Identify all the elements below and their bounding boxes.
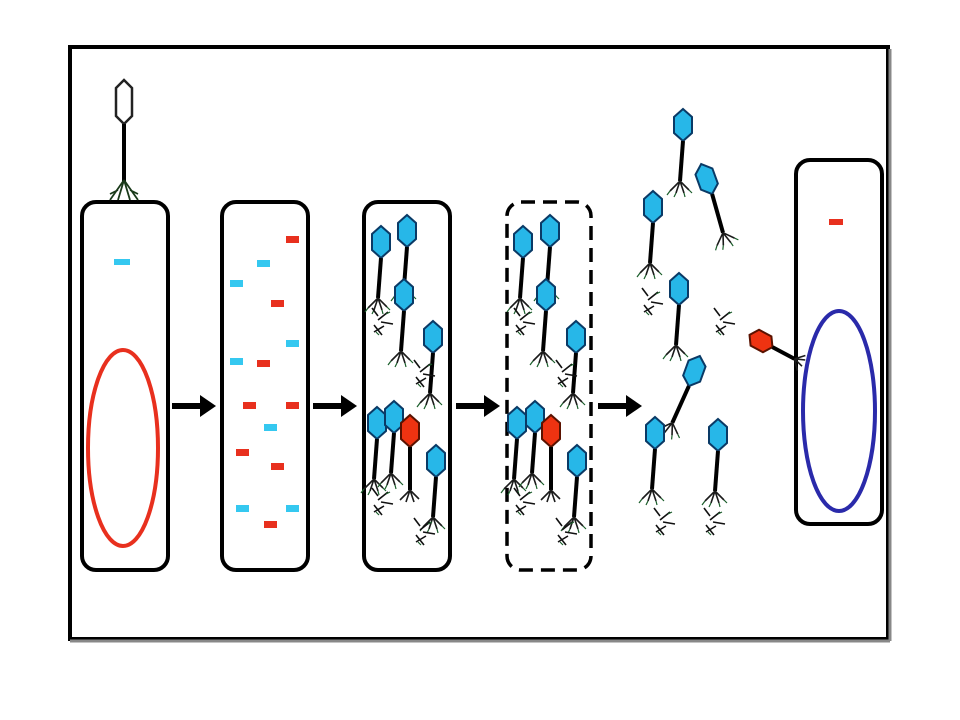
dna-fragments: [230, 236, 299, 528]
recipient-chromosome: [801, 309, 877, 513]
transducing-phage-attached: [748, 328, 806, 371]
panel-transduction: [748, 158, 884, 526]
panel-lysis: [499, 200, 593, 572]
donor-chromosome: [86, 348, 160, 548]
tail-fibers: [109, 179, 139, 201]
infecting-phage: [109, 78, 139, 201]
injected-phage-dna: [114, 259, 130, 265]
panel-infection: [80, 78, 170, 572]
empty-phage-head: [114, 78, 134, 126]
panel-replication: [220, 200, 310, 572]
donor-cell: [80, 200, 170, 572]
panel-assembly: [359, 200, 452, 572]
transduced-dna: [829, 219, 843, 225]
fragmented-cell: [220, 200, 310, 572]
recipient-cell: [794, 158, 884, 526]
